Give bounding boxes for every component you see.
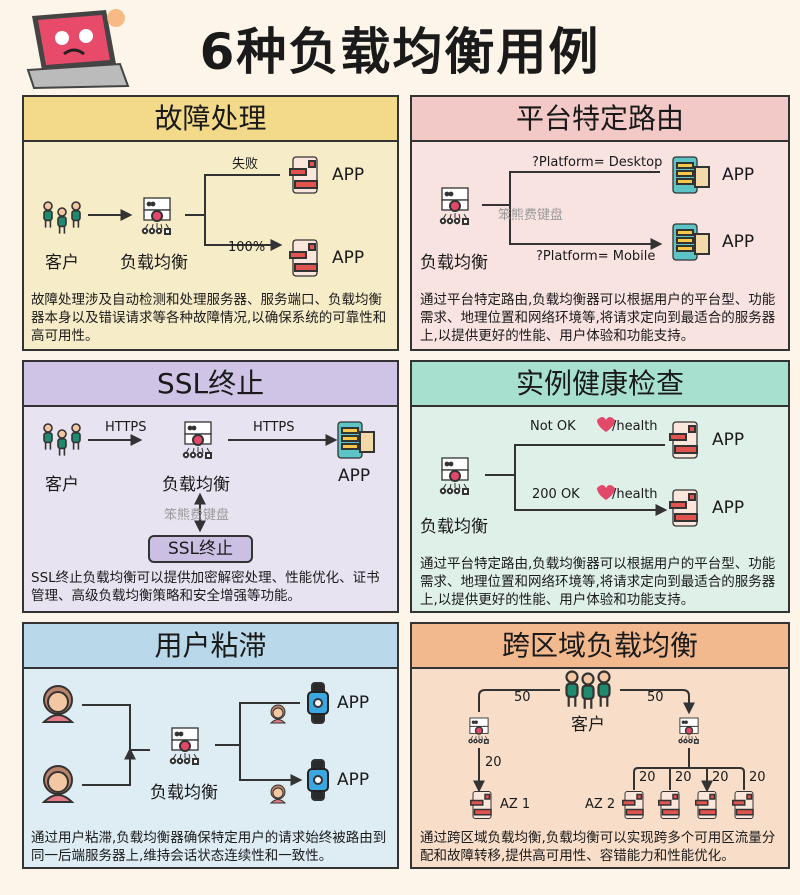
client-label: 客户 (571, 715, 605, 735)
weight-label: 20 (639, 770, 656, 785)
lb-label: 负载均衡 (420, 253, 488, 273)
weight-label: 20 (712, 770, 729, 785)
panel-title: 平台特定路由 (412, 97, 788, 142)
watermark: 笨熊费键盘 (164, 508, 230, 523)
client-label: 客户 (45, 475, 79, 495)
description: 通过平台特定路由,负载均衡器可以根据用户的平台型、功能需求、地理位置和网络环境等… (420, 556, 776, 608)
description: SSL终止负载均衡可以提供加密解密处理、性能优化、证书管理、高级负载均衡策略和安… (31, 570, 380, 604)
desktop-query: ?Platform= Desktop (532, 155, 663, 170)
app-label: APP (712, 430, 745, 450)
app-label: APP (337, 693, 370, 713)
health-path: /health (612, 487, 658, 502)
not-ok-label: Not OK (530, 419, 576, 434)
split-label: 50 (514, 690, 531, 705)
description: 通过跨区域负载均衡,负载均衡可以实现跨多个可用区流量分配和故障转移,提供高可用性… (420, 830, 776, 864)
laptop-mascot (20, 8, 132, 90)
panel-ssl-termination: SSL终止 (22, 360, 399, 613)
app-label: APP (712, 498, 745, 518)
https-label: HTTPS (253, 420, 295, 435)
client-label: 客户 (45, 253, 79, 273)
lb-label: 负载均衡 (420, 517, 488, 537)
panel-sticky-session: 用户粘滞 (22, 622, 399, 869)
lb-label: 负载均衡 (120, 253, 188, 273)
lb-label: 负载均衡 (150, 783, 218, 803)
page-title: 6种负载均衡用例 (199, 23, 601, 81)
weight-label: 20 (675, 770, 692, 785)
https-label: HTTPS (105, 420, 147, 435)
health-path: /health (612, 419, 658, 434)
percent-label: 100% (228, 240, 266, 255)
description: 通过平台特定路由,负载均衡器可以根据用户的平台型、功能需求、地理位置和网络环境等… (420, 292, 776, 344)
fail-label: 失败 (232, 157, 259, 172)
panel-cross-zone: 跨区域负载均衡 (410, 622, 790, 869)
mobile-query: ?Platform= Mobile (536, 249, 656, 264)
app-label: APP (332, 165, 365, 185)
panel-title: 实例健康检查 (412, 362, 788, 407)
weight-label: 20 (749, 770, 766, 785)
split-label: 50 (647, 690, 664, 705)
ok-label: 200 OK (532, 487, 580, 502)
description: 故障处理涉及自动检测和处理服务器、服务端口、负载均衡器本身以及错误请求等各种故障… (31, 292, 387, 344)
panel-title: 故障处理 (24, 97, 397, 142)
watermark: 笨熊费键盘 (498, 208, 564, 223)
app-label: APP (332, 248, 365, 268)
description: 通过用户粘滞,负载均衡器确保特定用户的请求始终被路由到同一后端服务器上,维持会话… (31, 830, 387, 864)
panel-title: SSL终止 (24, 362, 397, 407)
ssl-termination-box: SSL终止 (148, 535, 253, 563)
app-label: APP (722, 232, 755, 252)
az2-label: AZ 2 (585, 797, 616, 812)
app-label: APP (722, 165, 755, 185)
app-label: APP (337, 770, 370, 790)
az1-label: AZ 1 (500, 797, 531, 812)
weight-label: 20 (485, 755, 502, 770)
panel-title: 用户粘滞 (24, 624, 397, 669)
app-label: APP (338, 466, 371, 486)
lb-label: 负载均衡 (162, 475, 230, 495)
panel-title: 跨区域负载均衡 (412, 624, 788, 669)
